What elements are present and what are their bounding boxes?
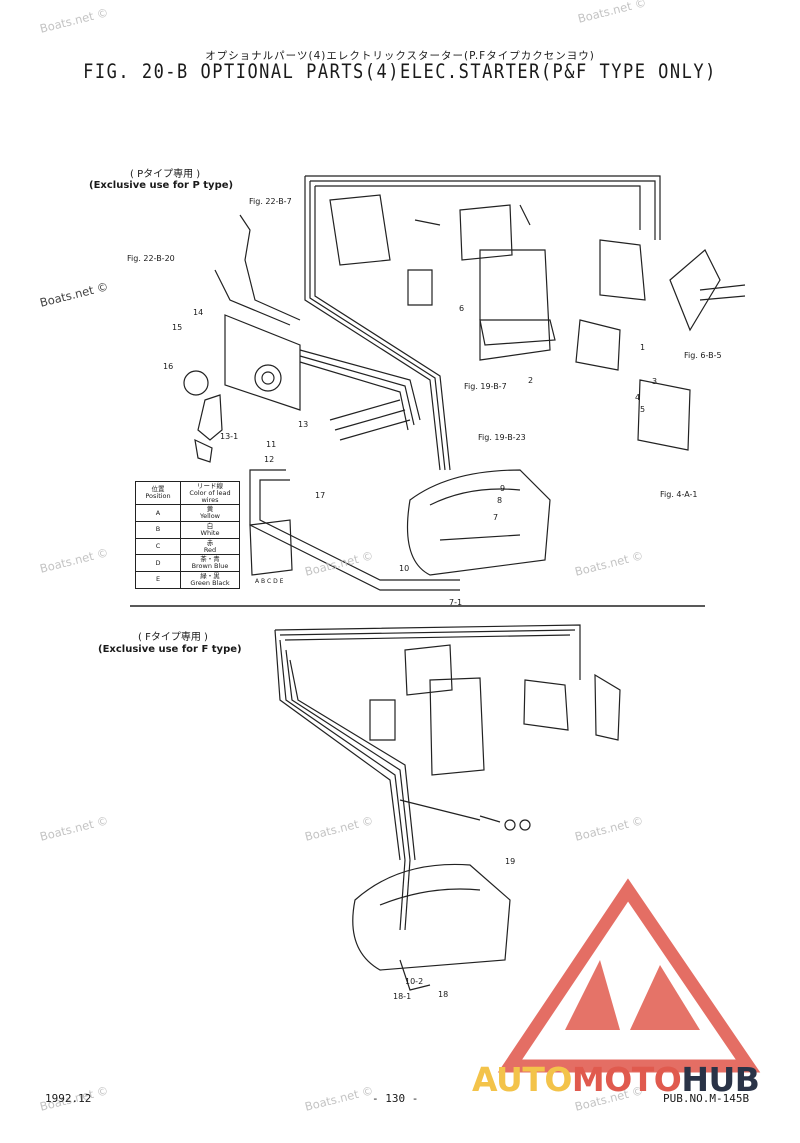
page-title: FIG. 20-B OPTIONAL PARTS(4)ELEC.STARTER(… (83, 60, 717, 84)
part-10: 10 (399, 564, 410, 573)
connector-letters: A B C D E (255, 578, 284, 585)
legend-color-jp: 白 (206, 522, 214, 531)
footer-date: 1992.12 (45, 1092, 92, 1105)
legend-color-jp: 緑・黒 (200, 571, 220, 580)
legend-color: Red (203, 545, 217, 554)
part-18-1: 18-1 (393, 992, 412, 1001)
legend-color: Green Black (190, 578, 230, 587)
ref-fig-19-b-23: Fig. 19-B-23 (478, 433, 526, 442)
brand-part-1: AUTO (472, 1060, 572, 1099)
part-6: 6 (459, 304, 465, 313)
p-type-label: (Exclusive use for P type) (89, 180, 234, 191)
part-12: 12 (264, 455, 275, 464)
footer-pub-number: PUB.NO.M-145B (663, 1092, 750, 1105)
ref-fig-22-b-20: Fig. 22-B-20 (127, 254, 175, 263)
japanese-title: オプショナルパーツ(4)エレクトリックスターター(P.Fタイプカクセンヨウ) (205, 50, 595, 62)
part-16: 16 (163, 362, 174, 371)
f-type-label: (Exclusive use for F type) (98, 644, 242, 655)
ref-fig-6-b-5: Fig. 6-B-5 (684, 351, 722, 360)
part-13: 13 (298, 420, 309, 429)
legend-color: Brown Blue (191, 562, 229, 571)
part-14: 14 (193, 308, 204, 317)
p-type-jp-label: ( Pタイプ専用 ) (130, 169, 201, 180)
legend-head-color: Color of lead wires (189, 488, 231, 504)
legend-color: Yellow (199, 512, 220, 521)
legend-color: White (200, 528, 220, 537)
automotohub-logo-text: AUTOMOTOHUB (472, 1060, 760, 1099)
legend-head-color-jp: リード線 (197, 482, 223, 490)
part-4: 4 (635, 393, 641, 402)
legend-head-pos: Position (145, 492, 171, 501)
brand-part-2: MOTO (571, 1060, 682, 1099)
legend-pos: C (135, 537, 181, 556)
part-9: 9 (500, 484, 506, 493)
part-10-2: 10-2 (405, 977, 424, 986)
ref-fig-22-b-7: Fig. 22-B-7 (249, 197, 292, 206)
legend-color-jp: 黄 (206, 505, 214, 514)
part-13-1: 13-1 (220, 432, 239, 441)
legend-head-pos-jp: 位置 (151, 485, 165, 494)
part-1: 1 (640, 343, 646, 352)
part-18: 18 (438, 990, 449, 999)
part-7-1: 7-1 (449, 598, 463, 607)
legend-color-jp: 茶・青 (200, 555, 220, 564)
part-7: 7 (493, 513, 499, 522)
ref-fig-4-a-1: Fig. 4-A-1 (660, 490, 698, 499)
brand-part-3: HUB (681, 1060, 760, 1099)
part-3: 3 (652, 377, 658, 386)
f-type-jp-label: ( Fタイプ専用 ) (138, 632, 208, 643)
part-19: 19 (505, 857, 516, 866)
part-5: 5 (640, 405, 646, 414)
part-11: 11 (266, 440, 277, 449)
part-2: 2 (528, 376, 534, 385)
part-15: 15 (172, 323, 183, 332)
ref-fig-19-b-7: Fig. 19-B-7 (464, 382, 507, 391)
footer-page-number: - 130 - (372, 1092, 419, 1105)
part-8: 8 (497, 496, 503, 505)
part-17: 17 (315, 491, 326, 500)
legend-color-jp: 赤 (206, 538, 214, 547)
